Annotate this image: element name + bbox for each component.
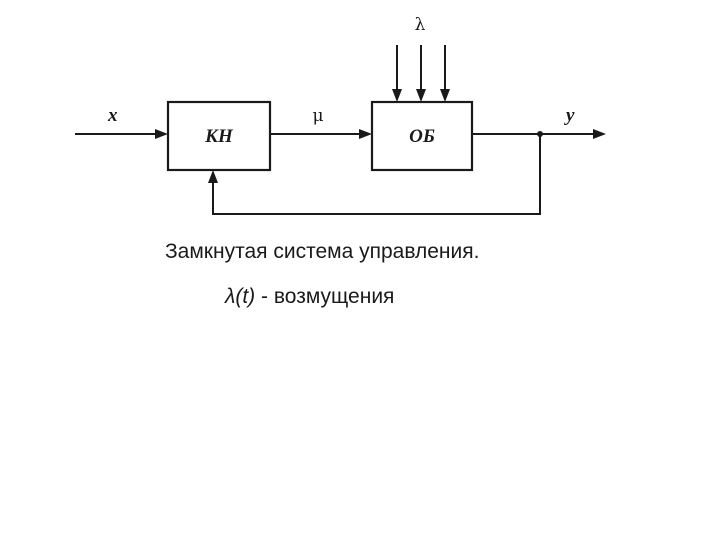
plant-label: ОБ [409,126,435,147]
control-arrowhead [359,129,372,139]
input-signal-label: x [107,105,118,126]
disturbance-caption: λ(t) - возмущения [225,285,394,309]
disturbance-description: - возмущения [255,285,395,308]
output-arrowhead [593,129,606,139]
output-signal-label: y [564,105,575,126]
diagram-caption-title: Замкнутая система управления. [165,240,480,263]
plant-block [370,100,474,172]
disturbance-arrowhead-2 [416,89,426,102]
disturbance-arrowhead-3 [440,89,450,102]
feedback-arrowhead [208,170,218,183]
input-arrowhead [155,129,168,139]
controller-block [166,100,272,172]
feedback-wire [212,134,541,215]
controller-label: КН [204,126,234,147]
disturbance-signal-label: λ [415,15,426,35]
disturbance-arrowhead-1 [392,89,402,102]
control-signal-label: μ [312,106,323,126]
disturbance-symbol: λ(t) [225,285,256,308]
closed-loop-block-diagram: x КН μ ОБ λ y [75,15,606,215]
